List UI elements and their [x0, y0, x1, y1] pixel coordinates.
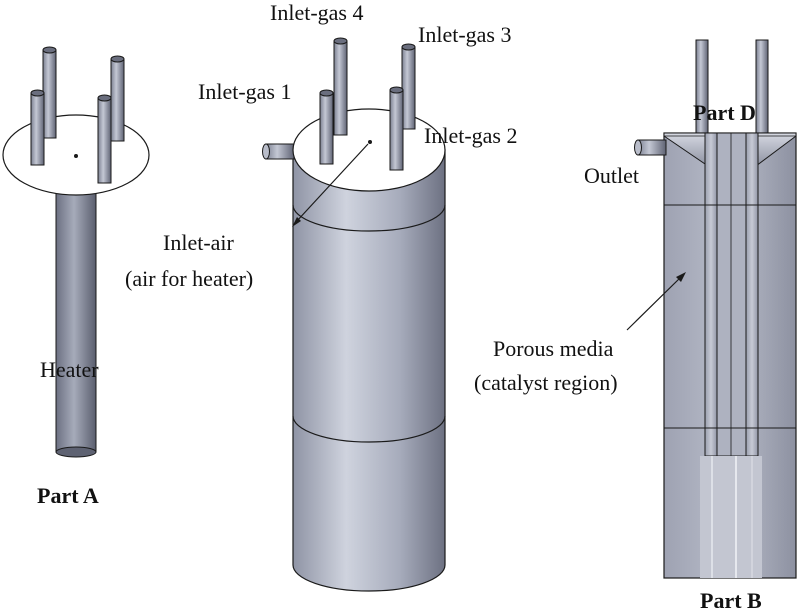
- inlet-gas-2-tube: [389, 86, 404, 171]
- heater-rod: [55, 179, 97, 453]
- inlet-gas-4-tube: [333, 37, 348, 136]
- inner-core: [716, 132, 747, 457]
- part-a-tube-back-right: [110, 55, 125, 142]
- reactor-top-face: [292, 108, 446, 192]
- inlet-gas-4-label: Inlet-gas 4: [270, 0, 363, 25]
- part-a-tube-front-left: [30, 89, 45, 166]
- middle-reactor-assembly: Inlet-gas 4 Inlet-gas 3 Inlet-gas 1 Inle…: [125, 0, 517, 592]
- part-a-label: Part A: [37, 483, 99, 508]
- reactor-band-line-lower: [292, 415, 446, 443]
- part-d-label: Part D: [693, 100, 756, 125]
- inlet-air-sublabel: (air for heater): [125, 266, 253, 291]
- middle-outlet-stub: [262, 143, 295, 160]
- inlet-gas-1-tube: [319, 89, 334, 165]
- part-a-center-dot: [74, 154, 78, 158]
- inlet-gas-3-label: Inlet-gas 3: [418, 22, 511, 47]
- inner-annulus-right: [745, 132, 759, 457]
- inlet-gas-2-label: Inlet-gas 2: [424, 123, 517, 148]
- part-a-assembly: Heater Part A: [2, 46, 150, 508]
- inlet-gas-1-label: Inlet-gas 1: [198, 79, 291, 104]
- porous-media-label: Porous media: [493, 336, 614, 361]
- inlet-air-label: Inlet-air: [163, 230, 235, 255]
- part-b-label: Part B: [700, 588, 762, 613]
- part-d-tube-left: [695, 39, 709, 141]
- reactor-top-center-dot: [368, 140, 372, 144]
- inlet-gas-3-tube: [401, 43, 416, 130]
- part-d-tube-right: [755, 39, 769, 141]
- heater-rod-bottom: [55, 446, 97, 458]
- part-a-tube-back-left: [42, 46, 57, 139]
- inner-annulus-left: [704, 132, 718, 457]
- right-outlet-stub: [634, 139, 667, 156]
- heater-label: Heater: [40, 357, 99, 382]
- inlet-air-arrow: [292, 143, 369, 227]
- right-section-assembly: Part D Outlet Porous media (catalyst reg…: [474, 39, 797, 613]
- porous-media-sublabel: (catalyst region): [474, 370, 618, 395]
- outlet-label: Outlet: [584, 163, 639, 188]
- part-a-tube-front-right: [97, 94, 112, 184]
- reactor-cylinder-body: [292, 149, 446, 592]
- porous-media-arrow: [626, 272, 686, 331]
